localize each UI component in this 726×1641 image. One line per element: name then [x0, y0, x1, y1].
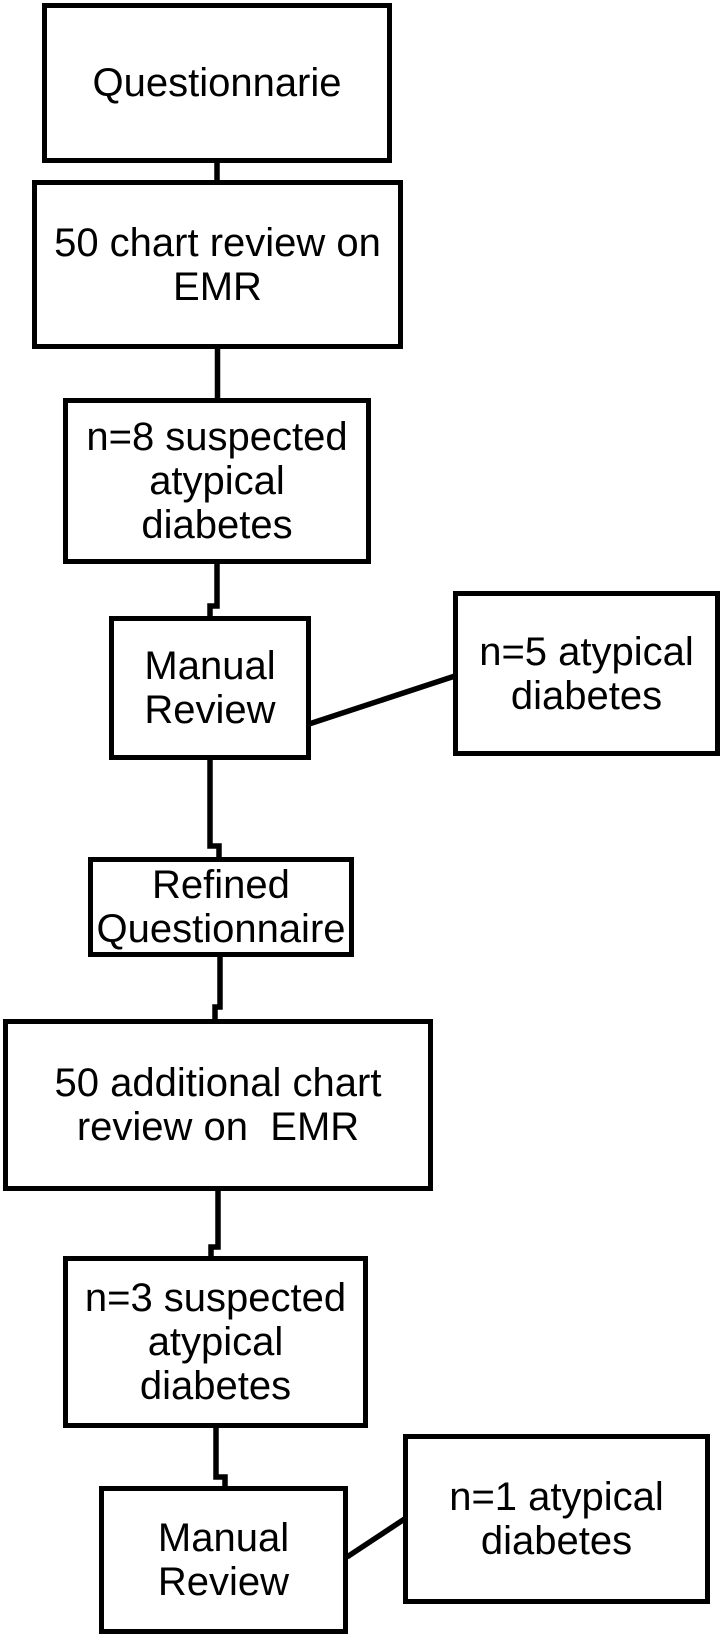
flow-box-atypical-5-label: n=5 atypical diabetes — [479, 629, 694, 718]
connector-manual-review-1-to-atypical-5 — [308, 673, 456, 727]
flow-box-atypical-5: n=5 atypical diabetes — [453, 591, 720, 756]
flow-box-suspected-8: n=8 suspected atypical diabetes — [63, 398, 371, 564]
connector-suspected-3-to-manual-review-2 — [213, 1425, 228, 1488]
flow-box-suspected-8-label: n=8 suspected atypical diabetes — [86, 415, 348, 547]
flow-box-atypical-1: n=1 atypical diabetes — [403, 1434, 710, 1604]
flow-box-additional-chart-review-label: 50 additional chart review on EMR — [54, 1061, 382, 1149]
flow-box-questionnaire-label: Questionnarie — [92, 61, 342, 105]
flow-box-additional-chart-review: 50 additional chart review on EMR — [3, 1019, 433, 1191]
flow-box-atypical-1-label: n=1 atypical diabetes — [449, 1475, 664, 1563]
flow-box-manual-review-2: Manual Review — [99, 1486, 348, 1634]
flow-box-manual-review-1-label: Manual Review — [144, 644, 276, 732]
connector-manual-review-1-to-refined-questionnaire — [207, 757, 222, 859]
flow-box-questionnaire: Questionnarie — [42, 3, 392, 163]
flow-box-refined-questionnaire: Refined Questionnaire — [88, 857, 354, 957]
flow-box-suspected-3: n=3 suspected atypical diabetes — [63, 1256, 368, 1428]
flow-box-refined-questionnaire-label: Refined Questionnaire — [96, 863, 346, 951]
connector-manual-review-2-to-atypical-1 — [345, 1515, 408, 1560]
connector-suspected-8-to-manual-review-1 — [207, 561, 220, 618]
flow-box-chart-review-label: 50 chart review on EMR — [54, 220, 381, 309]
flow-box-manual-review-1: Manual Review — [109, 616, 311, 760]
connector-additional-chart-review-to-suspected-3 — [208, 1189, 221, 1258]
flow-box-suspected-3-label: n=3 suspected atypical diabetes — [84, 1276, 347, 1408]
flow-box-manual-review-2-label: Manual Review — [157, 1516, 290, 1604]
flow-box-chart-review: 50 chart review on EMR — [32, 180, 403, 349]
connector-refined-questionnaire-to-additional-chart-review — [212, 954, 223, 1021]
